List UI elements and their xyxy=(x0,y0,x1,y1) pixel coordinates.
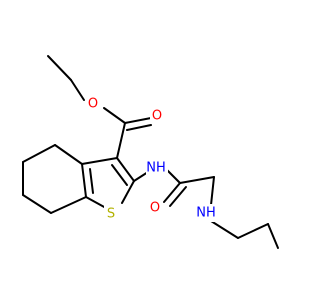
bond-c3a-c7a-double xyxy=(89,168,94,194)
bond-c7-c7a xyxy=(50,196,87,214)
bond-ch2-nh xyxy=(210,176,215,206)
bond-c4-c5 xyxy=(22,144,56,163)
thiophene-sulfur-label: S xyxy=(107,207,115,222)
bond-ethyl-ch3 xyxy=(47,55,72,81)
amide-carbonyl-oxygen-label: O xyxy=(150,201,160,216)
bond-amide-carbonyl-1 xyxy=(163,182,181,203)
bond-nh-propyl-1 xyxy=(210,220,239,239)
bond-propyl-2 xyxy=(237,223,269,239)
bond-c3a-c7a xyxy=(81,163,87,198)
ester-carbonyl-oxygen-label: O xyxy=(152,109,162,124)
ester-ether-oxygen-label: O xyxy=(88,97,98,112)
bond-c3-c2 xyxy=(116,157,135,182)
bond-c2-s xyxy=(121,180,135,204)
bond-s-c7a xyxy=(85,196,107,209)
bond-c3-c2-double xyxy=(111,164,128,186)
bond-ester-o-carbon xyxy=(103,107,126,124)
bond-ethyl-ch2 xyxy=(70,79,85,101)
bond-propyl-3 xyxy=(267,223,279,249)
bond-c2-nh xyxy=(133,171,149,182)
bond-ester-carbonyl-1 xyxy=(124,117,152,124)
amide-nh-label: NH xyxy=(146,161,166,176)
molecule-structure: O O NH O NH S xyxy=(22,55,279,249)
atom-labels: O O NH O NH S xyxy=(86,95,220,222)
bond-ester-carbonyl-2 xyxy=(126,124,152,131)
bond-c3a-c4 xyxy=(54,144,83,165)
bond-c6-c7 xyxy=(22,194,52,214)
bond-ester-c3 xyxy=(116,122,126,159)
amine-nh-label: NH xyxy=(196,206,216,221)
bond-c3-c3a xyxy=(81,157,118,165)
bonds xyxy=(22,55,279,249)
bond-carbonyl-ch2 xyxy=(179,176,215,184)
bond-amide-carbonyl-2 xyxy=(169,186,187,207)
